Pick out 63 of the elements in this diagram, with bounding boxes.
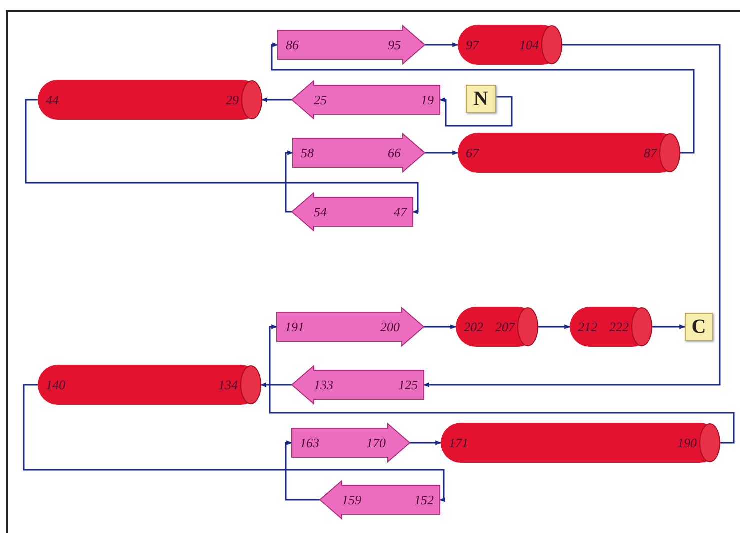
- residue-number: 67: [466, 146, 479, 160]
- connector-arrow: [439, 96, 513, 127]
- residue-number: 97: [466, 38, 479, 52]
- residue-number: 133: [314, 378, 334, 392]
- connector-arrow: [425, 42, 459, 48]
- connector-arrow: [23, 384, 446, 502]
- connector-arrow: [269, 324, 735, 444]
- residue-number: 134: [218, 378, 238, 392]
- connector-arrow: [260, 382, 292, 388]
- connector-arrow: [285, 150, 294, 213]
- residue-number: 212: [578, 320, 598, 334]
- connector-arrow: [25, 99, 419, 214]
- residue-number: 58: [301, 146, 314, 160]
- connector-arrow: [538, 324, 571, 330]
- residue-number: 44: [46, 94, 59, 106]
- beta-strand: [292, 81, 440, 119]
- helix-cylinder: [458, 25, 562, 65]
- terminus-box: C: [685, 313, 713, 341]
- connector-arrow: [271, 42, 695, 154]
- connector-arrow: [423, 44, 721, 388]
- residue-number: 170: [366, 436, 386, 450]
- residue-number: 87: [644, 146, 657, 160]
- beta-strand: [278, 26, 425, 64]
- terminus-box: N: [466, 85, 496, 113]
- residue-number: 47: [394, 206, 407, 218]
- residue-number: 95: [388, 38, 401, 52]
- helix-cylinder: [570, 307, 652, 347]
- connector-arrow: [424, 324, 457, 330]
- connector-arrow: [410, 440, 442, 446]
- residue-number: 66: [388, 146, 401, 160]
- beta-strand: [320, 481, 440, 519]
- helix-cylinder: [456, 307, 538, 347]
- residue-number: 202: [464, 320, 484, 334]
- connector-arrow: [261, 98, 292, 102]
- residue-number: 140: [46, 378, 66, 392]
- residue-number: 86: [286, 38, 299, 52]
- beta-strand: [292, 193, 413, 231]
- connector-arrow: [425, 150, 459, 156]
- residue-number: 104: [520, 38, 539, 52]
- residue-number: 29: [226, 94, 239, 106]
- residue-number: 19: [421, 94, 434, 106]
- residue-number: 125: [398, 378, 418, 392]
- residue-number: 191: [285, 320, 304, 334]
- connector-arrow: [652, 324, 686, 330]
- residue-number: 190: [678, 436, 697, 450]
- residue-number: 171: [449, 436, 468, 450]
- beta-strand: [292, 366, 424, 404]
- residue-number: 25: [314, 94, 327, 106]
- residue-number: 152: [414, 494, 434, 506]
- helix-cylinder: [38, 80, 262, 120]
- residue-number: 207: [496, 320, 515, 334]
- residue-number: 163: [300, 436, 320, 450]
- residue-number: 159: [342, 494, 362, 506]
- residue-number: 222: [610, 320, 629, 334]
- residue-number: 54: [314, 206, 327, 218]
- helix-cylinder: [441, 423, 720, 463]
- connector-arrow: [285, 440, 320, 501]
- beta-strand: [277, 308, 424, 346]
- helix-cylinder: [458, 133, 680, 173]
- helix-cylinder: [38, 365, 261, 405]
- beta-strand: [292, 424, 410, 462]
- residue-number: 200: [380, 320, 400, 334]
- beta-strand: [293, 134, 425, 172]
